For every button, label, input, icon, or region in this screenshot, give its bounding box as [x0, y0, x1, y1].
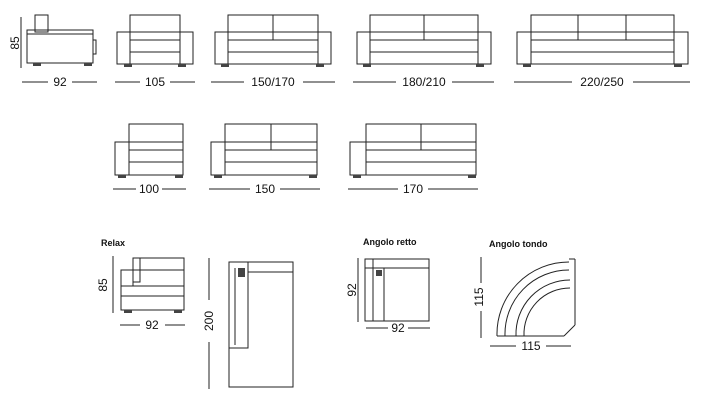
side-depth-dimension: 92: [22, 75, 97, 89]
width-150-dimension: 150: [209, 182, 320, 196]
width-180-210-dimension: 180/210: [353, 75, 494, 89]
width-100-label: 100: [139, 182, 159, 196]
width-150-170-dimension: 150/170: [211, 75, 335, 89]
side-depth-label: 92: [53, 75, 67, 89]
side-height-label: 85: [8, 36, 22, 50]
angolo-retto-width-label: 92: [391, 321, 405, 335]
width-105-dimension: 105: [115, 75, 195, 89]
width-150-label: 150: [255, 182, 275, 196]
relax-side-view: [120, 257, 185, 313]
relax-height-dimension: 85: [96, 256, 114, 313]
angolo-tondo-title: Angolo tondo: [489, 239, 548, 249]
relax-depth-dimension: 92: [120, 318, 185, 332]
relax-title: Relax: [101, 238, 125, 248]
angolo-tondo-width-label: 115: [521, 339, 540, 353]
module-100: [114, 123, 184, 178]
chaise-length-label: 200: [202, 311, 216, 331]
relax-height-label: 85: [96, 278, 110, 292]
angolo-tondo-height-dimension: 115: [472, 257, 486, 338]
module-170: [349, 123, 477, 178]
relax-depth-label: 92: [145, 318, 159, 332]
side-height-dimension: 85: [8, 17, 22, 68]
width-170-label: 170: [403, 182, 423, 196]
module-150: [210, 123, 318, 178]
angolo-tondo-top-view: [496, 258, 576, 337]
armchair-105: [116, 14, 194, 67]
angolo-retto-title: Angolo retto: [363, 237, 417, 247]
width-170-dimension: 170: [348, 182, 478, 196]
sofa-150-170: [214, 14, 332, 67]
angolo-retto-width-dimension: 92: [366, 321, 430, 335]
width-220-250-label: 220/250: [580, 75, 624, 89]
angolo-retto-top-view: [364, 258, 430, 322]
width-105-label: 105: [145, 75, 165, 89]
angolo-tondo-height-label: 115: [472, 287, 486, 306]
chaise-length-dimension: 200: [202, 258, 216, 389]
sofa-180-210: [356, 14, 492, 67]
side-view-sofa: [26, 14, 97, 66]
sofa-220-250: [516, 14, 689, 67]
width-180-210-label: 180/210: [402, 75, 446, 89]
chaise-top-view: [228, 261, 294, 388]
angolo-retto-height-label: 92: [345, 283, 359, 297]
width-220-250-dimension: 220/250: [514, 75, 690, 89]
angolo-retto-height-dimension: 92: [345, 258, 359, 322]
width-150-170-label: 150/170: [251, 75, 295, 89]
width-100-dimension: 100: [113, 182, 186, 196]
angolo-tondo-width-dimension: 115: [490, 339, 571, 353]
